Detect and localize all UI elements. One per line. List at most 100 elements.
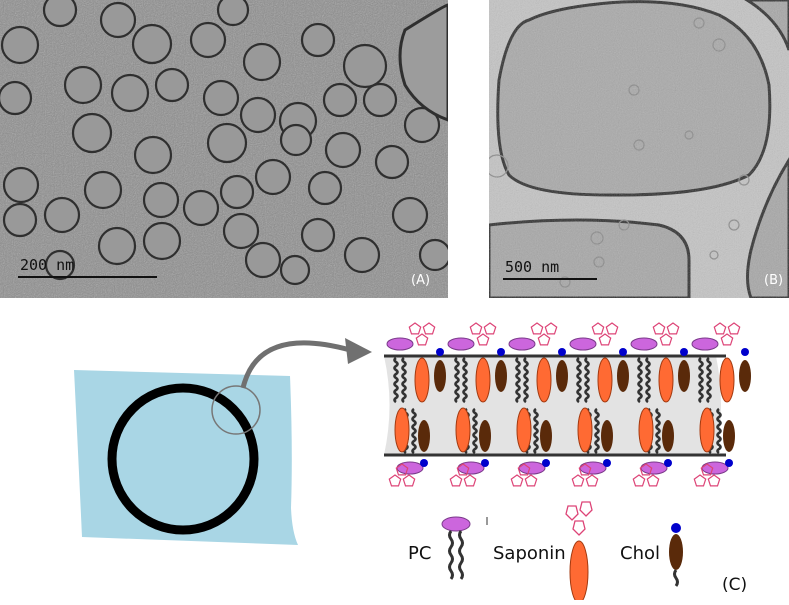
saponin-sugar [470,323,495,345]
vesicle [85,172,121,208]
vesicle [135,137,171,173]
chol-head [680,348,688,356]
chol-legend-icon [669,523,683,586]
saponin [639,408,653,452]
cholesterol [540,420,552,452]
chol-head [619,348,627,356]
vesicle [302,219,334,251]
vesicle [204,81,238,115]
vesicle [65,67,101,103]
saponin [456,408,470,452]
panel-label-c: (C) [722,575,747,595]
chol-head [725,459,733,467]
cholesterol [617,360,629,392]
chol-head [558,348,566,356]
scale-bar-label: 500 nm [505,258,559,276]
cholesterol [418,420,430,452]
cholesterol [434,360,446,392]
panel-label-a: (A) [411,273,430,288]
pc-legend-icon [442,517,470,579]
saponin [720,358,734,402]
cholesterol [739,360,751,392]
saponin-sugar [653,323,678,345]
saponin [415,358,429,402]
scale-bar-label: 200 nm [20,256,74,274]
vesicle [133,25,171,63]
cryo-tem-image-b: 500 nm (B) [489,0,789,298]
saponin [598,358,612,402]
chol-head [603,459,611,467]
legend-label-pc: PC [408,543,431,564]
vesicle [281,125,311,155]
arrowhead-icon [345,338,372,364]
chol-head [741,348,749,356]
cholesterol [662,420,674,452]
vesicle [191,23,225,57]
vesicle [208,124,246,162]
vesicle [364,84,396,116]
vesicle [218,0,248,25]
saponin [517,408,531,452]
cholesterol [678,360,690,392]
legend-label-chol: Chol [620,543,660,564]
vesicle [221,176,253,208]
vesicle [156,69,188,101]
saponin [395,408,409,452]
vesicle [73,114,111,152]
vesicle [45,198,79,232]
chol-head [420,459,428,467]
vesicle [344,45,386,87]
vesicle [0,82,31,114]
vesicle [393,198,427,232]
vesicle [302,24,334,56]
vesicle [224,214,258,248]
vesicle [112,75,148,111]
vesicle [345,238,379,272]
saponin-sugar [409,323,434,345]
chol-head [497,348,505,356]
saponin [700,408,714,452]
vesicle [4,168,38,202]
vesicle [44,0,76,26]
cholesterol [556,360,568,392]
cryo-tem-image-a: 200 nm (A) [0,0,448,298]
saponin-legend-icon [566,502,592,600]
vesicle [2,27,38,63]
vesicle [184,191,218,225]
vesicle-micrograph-a [0,0,448,298]
chol-head [542,459,550,467]
schematic-drawing [0,300,789,600]
legend-label-saponin: Saponin [493,543,566,564]
vesicle [144,223,180,259]
vesicle [326,133,360,167]
saponin [659,358,673,402]
chol-head [664,459,672,467]
vesicle [144,183,178,217]
cholesterol [601,420,613,452]
saponin-sugar [714,323,739,345]
saponin [537,358,551,402]
vesicle [420,240,448,270]
vesicle [246,243,280,277]
saponin-sugar [592,323,617,345]
vesicle [244,44,280,80]
vesicle [4,204,36,236]
vesicle [309,172,341,204]
vesicle [241,98,275,132]
vesicle [101,3,135,37]
saponin [578,408,592,452]
saponin-sugar [531,323,556,345]
vesicle [256,160,290,194]
panel-label-b: (B) [764,273,783,288]
chol-head [436,348,444,356]
chol-head [481,459,489,467]
vesicle-micrograph-b [489,0,789,298]
vesicle [376,146,408,178]
cholesterol [495,360,507,392]
saponin [476,358,490,402]
vesicle [324,84,356,116]
vesicle [99,228,135,264]
membrane-schematic: PC Saponin Chol (C) [0,300,789,600]
cholesterol [479,420,491,452]
cholesterol [723,420,735,452]
